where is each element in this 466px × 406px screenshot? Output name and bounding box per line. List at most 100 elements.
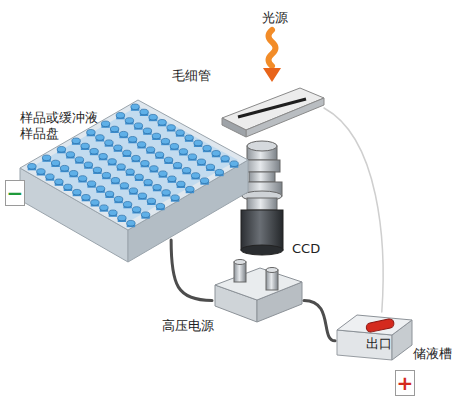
sample-well (66, 152, 74, 158)
sample-well (90, 148, 98, 154)
sample-well (109, 210, 117, 216)
sample-well (127, 220, 135, 226)
sample-well (197, 159, 205, 165)
sample-well (185, 135, 193, 141)
sample-well (147, 198, 155, 204)
light-arrowhead (263, 68, 281, 82)
sample-well (123, 202, 131, 208)
sample-well (134, 123, 142, 129)
node-text: 毛细管 (172, 68, 211, 84)
sample-well (137, 142, 145, 148)
sample-well (108, 159, 116, 165)
sample-well (191, 173, 199, 179)
sample-well (131, 104, 139, 110)
sample-well (96, 186, 104, 192)
sample-well (93, 167, 101, 173)
sample-well (73, 189, 81, 195)
ccd-base (241, 245, 283, 255)
sample-well (82, 195, 90, 201)
part-label: 光源 (262, 10, 288, 26)
sample-well (87, 130, 95, 136)
sample-well (161, 138, 169, 144)
sample-well (168, 176, 176, 182)
sample-well (171, 195, 179, 201)
sample-well (159, 171, 167, 177)
sample-well (212, 151, 220, 157)
sample-well (118, 215, 126, 221)
sample-well (114, 145, 122, 151)
positive-electrode-sign: + (395, 370, 415, 396)
sample-well (164, 157, 172, 163)
node-text: − (6, 181, 24, 205)
sample-well (75, 157, 83, 163)
sample-tray: 样品或缓冲液 样品盘 (18, 100, 250, 240)
sample-well (42, 155, 50, 161)
sample-well (101, 121, 109, 127)
sample-well (149, 114, 157, 120)
capillary-plate-edge (222, 118, 246, 137)
sample-well (132, 207, 140, 213)
sample-well (155, 152, 163, 158)
sample-well (230, 161, 238, 167)
sample-well (114, 196, 122, 202)
sample-well (99, 154, 107, 160)
light-wave (269, 30, 276, 66)
sample-well (117, 164, 125, 170)
sample-well (64, 184, 72, 190)
sample-well (126, 169, 134, 175)
sample-well (128, 137, 136, 143)
sample-well (46, 174, 54, 180)
sample-well (60, 165, 68, 171)
sample-well (125, 118, 133, 124)
sample-well (206, 164, 214, 170)
sample-well (152, 133, 160, 139)
sample-well (87, 181, 95, 187)
sample-well (141, 161, 149, 167)
sample-well (221, 156, 229, 162)
sample-well (170, 144, 178, 150)
lens-ring (247, 198, 277, 210)
sample-well (123, 150, 131, 156)
sample-well (105, 140, 113, 146)
node-text: 储液槽 (413, 346, 452, 362)
sample-well (182, 168, 190, 174)
sample-well (37, 169, 45, 175)
sample-well (116, 113, 124, 119)
sample-well (96, 135, 104, 141)
hv-top (215, 268, 302, 300)
sample-well (110, 126, 118, 132)
sample-well (72, 138, 80, 144)
sample-well (57, 147, 65, 153)
sample-well (194, 140, 202, 146)
node-text: 出口 (366, 336, 392, 352)
sample-well (140, 109, 148, 115)
sample-well (141, 212, 149, 218)
node-text: 样品或缓冲液 样品盘 (20, 110, 106, 142)
sample-well (120, 183, 128, 189)
sample-well (162, 190, 170, 196)
ccd-body (241, 210, 283, 250)
wire (304, 300, 335, 340)
outlet-capsule (365, 318, 394, 333)
sample-well (203, 145, 211, 151)
sample-well (144, 179, 152, 185)
sample-well (200, 178, 208, 184)
sample-well (150, 166, 158, 172)
sample-well (138, 193, 146, 199)
sample-well (135, 174, 143, 180)
sample-well (146, 147, 154, 153)
high-voltage-supply: 高压电源 (212, 262, 304, 324)
reservoir: 出口储液槽 (335, 312, 413, 360)
part-label: CCD (292, 241, 320, 257)
sample-well (51, 160, 59, 166)
sample-well (179, 149, 187, 155)
sample-well (78, 176, 86, 182)
sample-well (129, 188, 137, 194)
wire (171, 240, 212, 300)
lens-top (247, 141, 277, 151)
negative-electrode-sign: − (5, 180, 25, 206)
sample-well (153, 185, 161, 191)
